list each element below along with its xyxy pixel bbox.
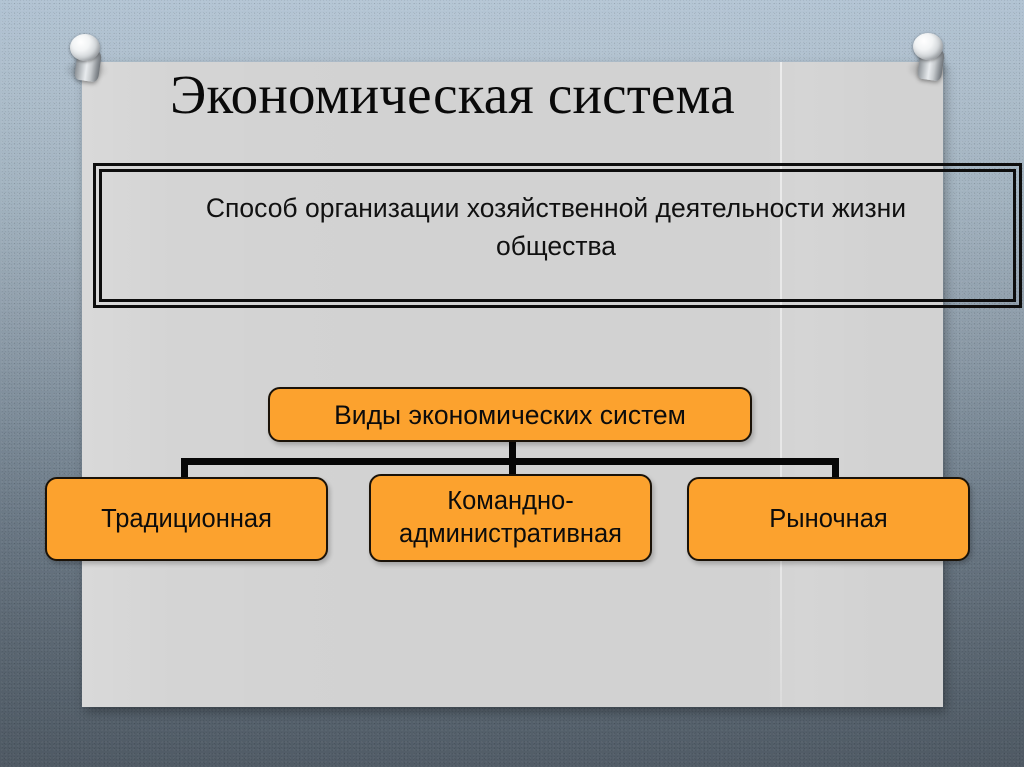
diagram-node-command-administrative-label-line1: Командно-	[447, 487, 574, 515]
diagram-node-root: Виды экономических систем	[268, 387, 752, 442]
diagram-node-market: Рыночная	[687, 477, 970, 561]
connector-drop-center	[509, 458, 516, 484]
paper-shading	[82, 62, 943, 707]
diagram-node-root-label: Виды экономических систем	[334, 399, 686, 430]
definition-box: Способ организации хозяйственной деятель…	[93, 163, 1022, 308]
paper-seam-line	[780, 62, 782, 707]
connector-drop-right	[832, 458, 839, 484]
diagram-node-traditional: Традиционная	[45, 477, 328, 561]
definition-text: Способ организации хозяйственной деятель…	[205, 193, 907, 261]
diagram-node-command-administrative: Командно- административная	[369, 474, 652, 562]
connector-drop-left	[181, 458, 188, 484]
definition-box-inner-border	[99, 169, 1016, 302]
paper-sheet	[82, 62, 943, 707]
diagram-node-market-label: Рыночная	[769, 504, 888, 533]
connector-stem	[509, 440, 516, 466]
diagram-node-traditional-label: Традиционная	[101, 504, 272, 533]
diagram-node-command-administrative-label-line2: административная	[399, 520, 622, 548]
slide-title: Экономическая система	[170, 64, 735, 125]
diagram-node-command-administrative-label: Командно- административная	[399, 485, 622, 551]
